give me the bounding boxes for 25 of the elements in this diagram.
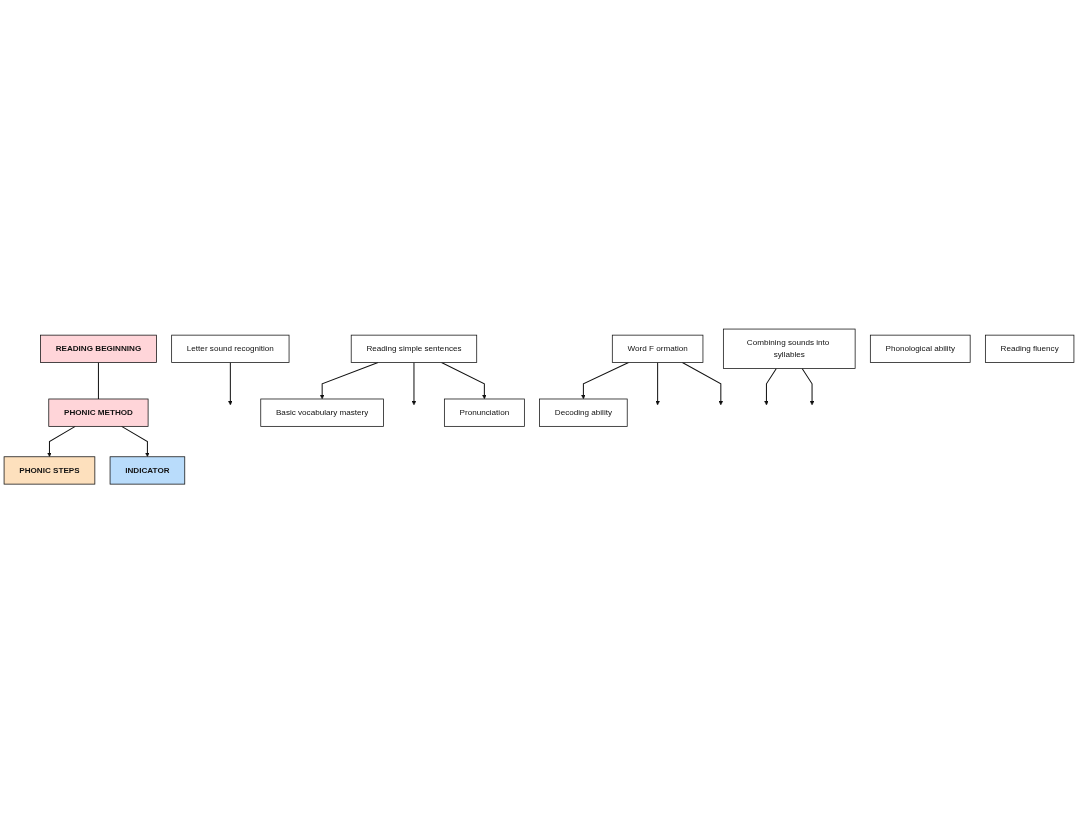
node-box: Phonological ability (869, 334, 971, 363)
arrow (655, 361, 660, 406)
connector (97, 361, 99, 400)
arrow (801, 368, 815, 406)
node-box: Reading simple sentences (350, 334, 478, 363)
node-box: Reading fluency (985, 334, 1075, 363)
arrow (319, 361, 379, 400)
arrow (121, 425, 150, 457)
arrow (228, 361, 233, 406)
node-box: Combining sounds into syllables (723, 328, 856, 369)
arrow (764, 368, 777, 406)
arrow (581, 361, 630, 400)
arrow (441, 361, 487, 400)
node-box: READING BEGINNING (40, 334, 157, 363)
node-box: INDICATOR (109, 456, 186, 485)
arrow (411, 361, 417, 406)
arrow (681, 361, 724, 406)
node-box: Letter sound recognition (171, 334, 290, 363)
node-box: Pronunciation (444, 398, 525, 427)
node-box: Word F ormation (611, 334, 704, 363)
arrow (47, 425, 76, 457)
node-box: PHONIC STEPS (3, 456, 96, 485)
node-box: PHONIC METHOD (48, 398, 149, 427)
node-box: Decoding ability (539, 398, 628, 427)
node-box: Basic vocabulary mastery (260, 398, 384, 427)
